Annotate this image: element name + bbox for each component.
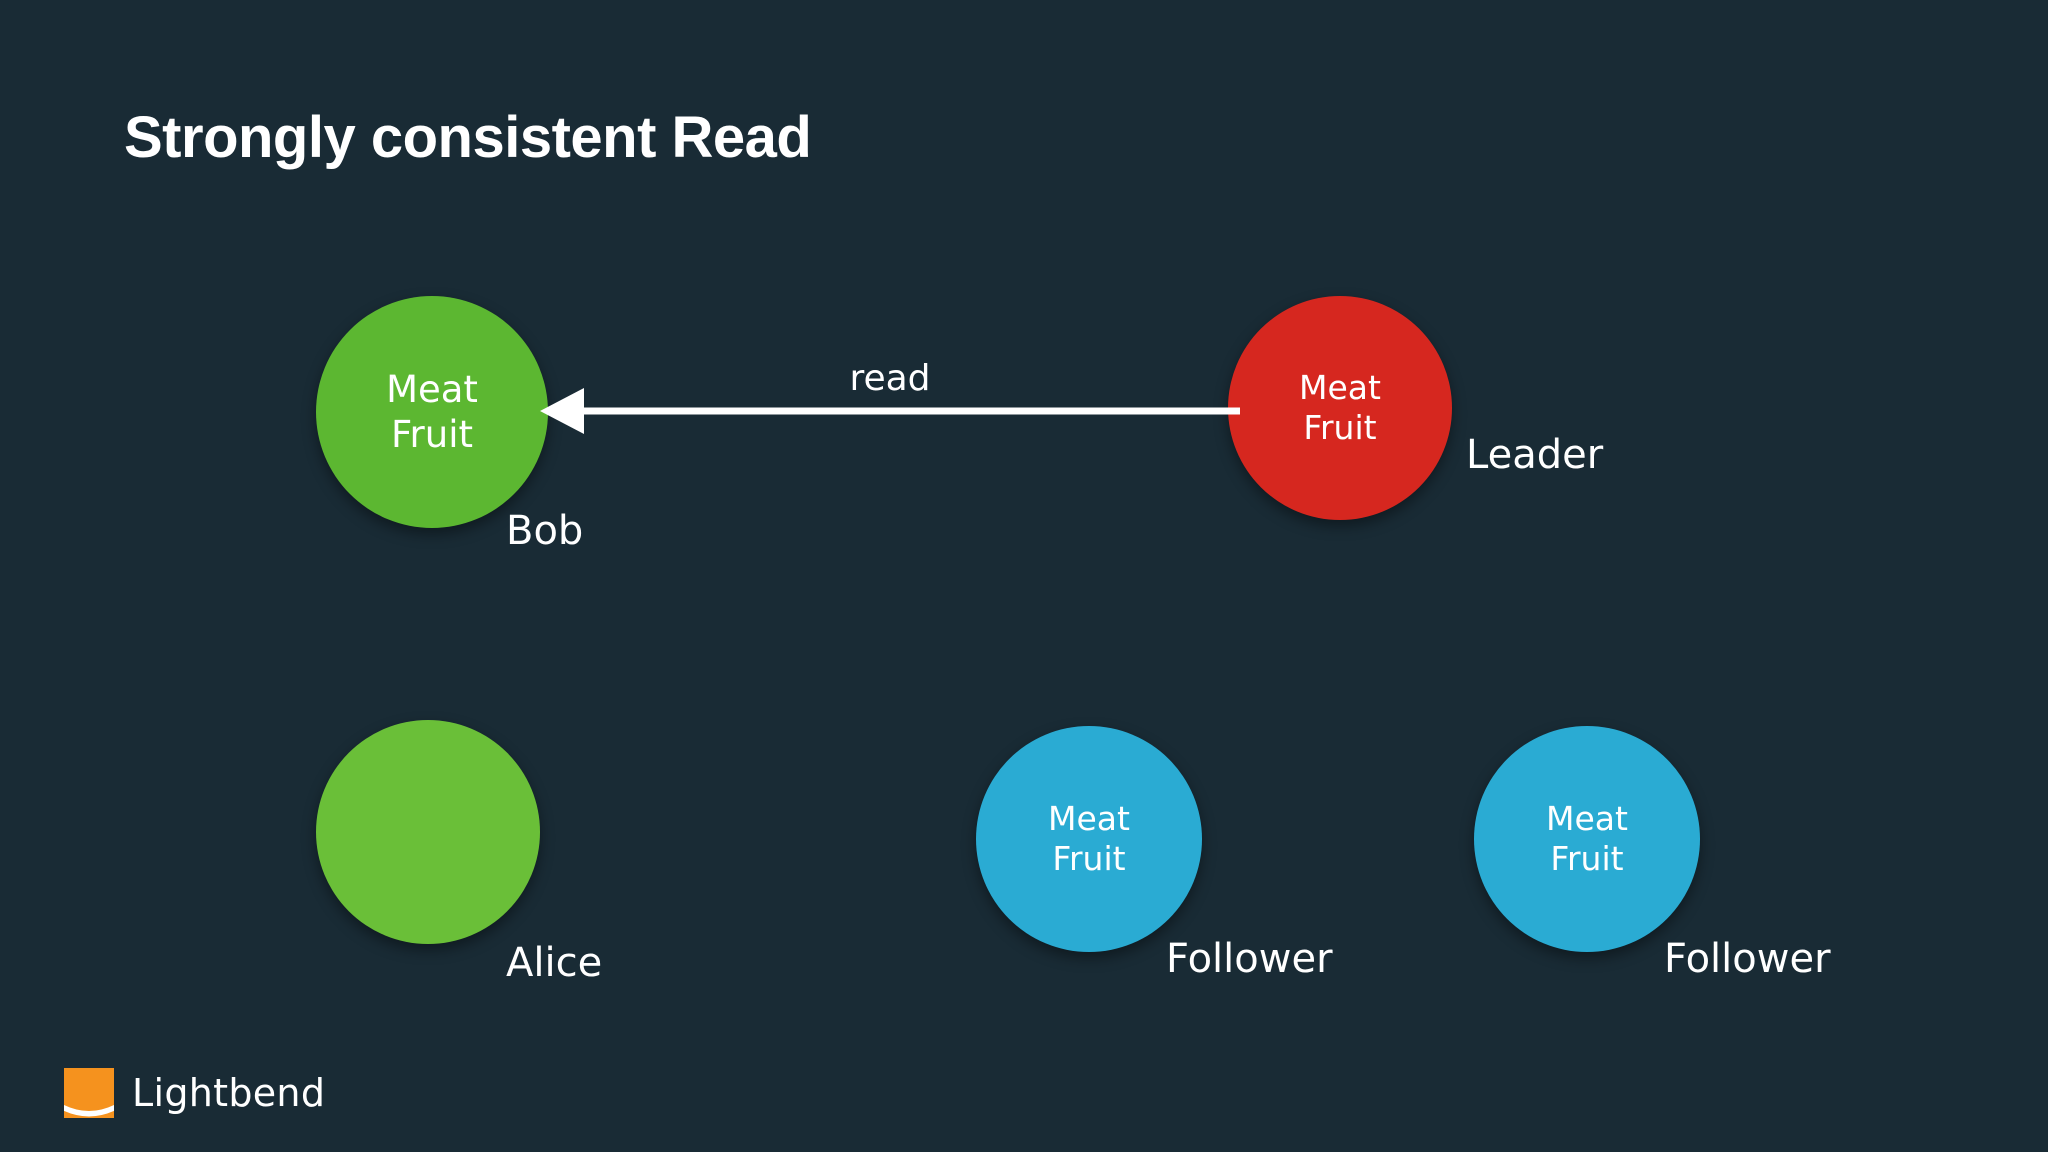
lightbend-wordmark: Lightbend [132, 1071, 326, 1115]
node-alice-label: Alice [506, 940, 603, 986]
node-follower-1-value-line-1: Meat [1048, 798, 1130, 838]
node-leader-value-line-2: Fruit [1303, 408, 1377, 447]
node-bob-value-line-2: Fruit [390, 413, 474, 456]
node-bob-label: Bob [506, 508, 584, 554]
node-follower-2-label: Follower [1664, 936, 1831, 982]
node-follower-1-value-line-2: Fruit [1052, 839, 1126, 878]
node-follower-1-label: Follower [1166, 936, 1333, 982]
node-follower-2-value-line-2: Fruit [1550, 839, 1624, 878]
lightbend-logo: Lightbend [64, 1068, 325, 1118]
node-leader[interactable]: Meat Fruit [1228, 296, 1452, 520]
node-bob[interactable]: Meat Fruit [316, 296, 548, 528]
read-arrow-label: read [849, 358, 931, 399]
node-follower-2-value-line-1: Meat [1546, 798, 1628, 838]
node-leader-value-line-1: Meat [1299, 367, 1381, 407]
lightbend-mark-icon [64, 1068, 114, 1118]
node-leader-label: Leader [1466, 432, 1604, 478]
node-follower-1[interactable]: Meat Fruit [976, 726, 1202, 952]
node-alice[interactable] [316, 720, 540, 944]
node-bob-value-line-1: Meat [386, 367, 478, 411]
page-title: Strongly consistent Read [124, 105, 812, 170]
read-arrow-icon [540, 388, 1240, 434]
node-follower-2[interactable]: Meat Fruit [1474, 726, 1700, 952]
